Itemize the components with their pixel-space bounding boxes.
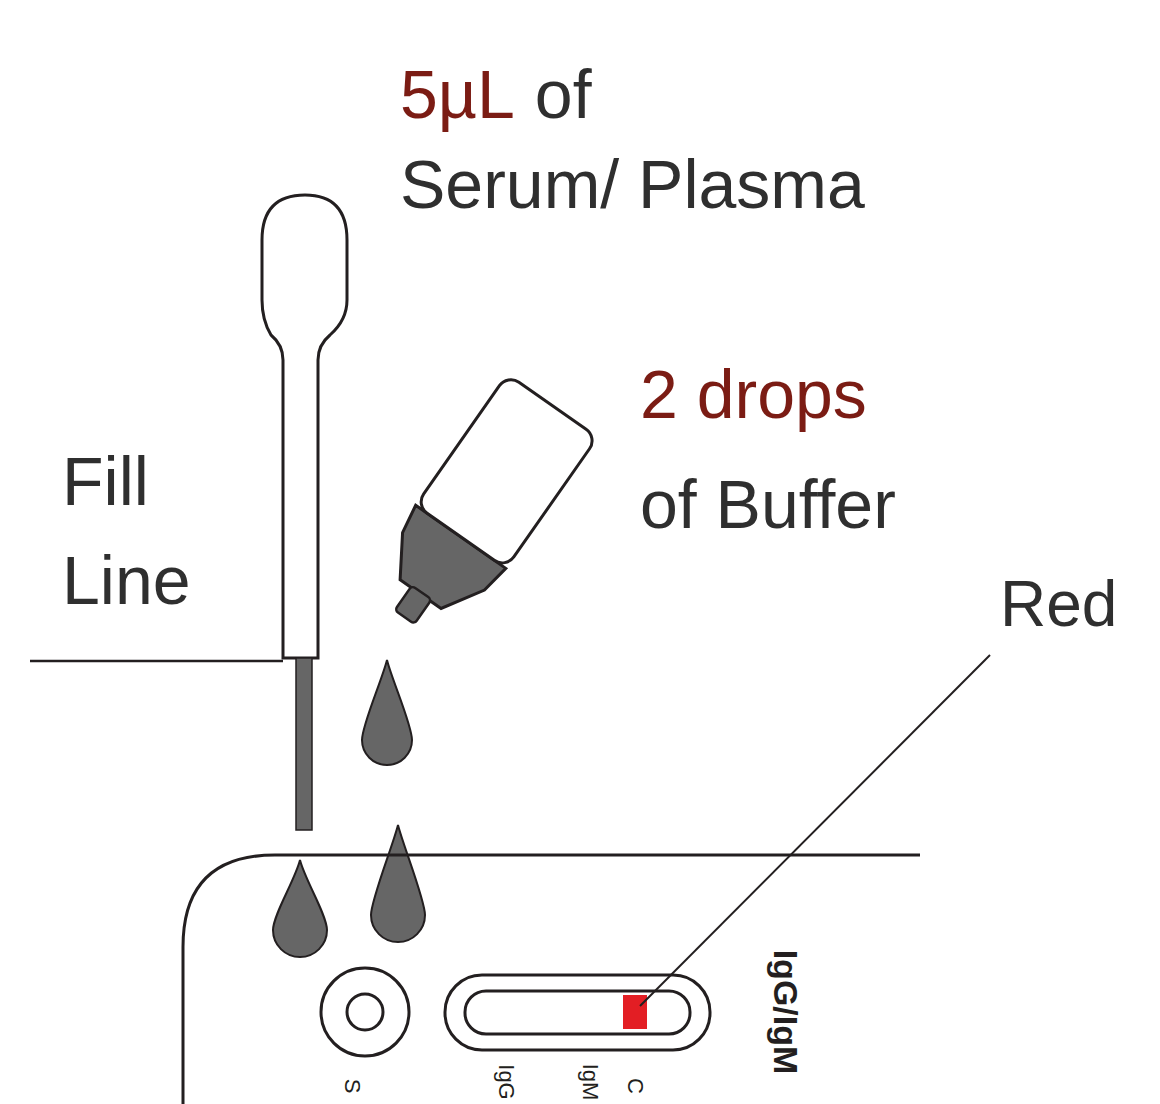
sample-type: Serum/ Plasma [400,150,865,218]
test-cassette [183,855,920,1104]
test-strip [465,991,690,1034]
fill-line [30,660,283,663]
drop-count: 2 drops [640,360,867,428]
result-window [445,975,710,1050]
line-label: C [624,1078,646,1094]
sample-well [321,968,409,1056]
leader-line [640,655,990,1006]
line-label: IgG [495,1064,517,1099]
test-name: IgG/IgM [769,950,803,1075]
well-label: S [341,1079,363,1094]
sample-drop [273,860,327,957]
color-callout: Red [1000,572,1117,636]
sample-well-inner [347,994,383,1030]
pipette-sample [296,658,312,830]
line-label: IgM [579,1064,601,1101]
buffer-drop [371,825,425,942]
buffer-bottle [359,374,597,648]
buffer-drop [362,660,412,765]
volume-text: of [535,60,592,128]
pipette [262,195,347,658]
control-line-mark [623,995,647,1029]
volume-value: 5µL [400,60,515,128]
fill-line-label: Fill Line [62,432,282,629]
buffer-text: of Buffer [640,455,900,554]
